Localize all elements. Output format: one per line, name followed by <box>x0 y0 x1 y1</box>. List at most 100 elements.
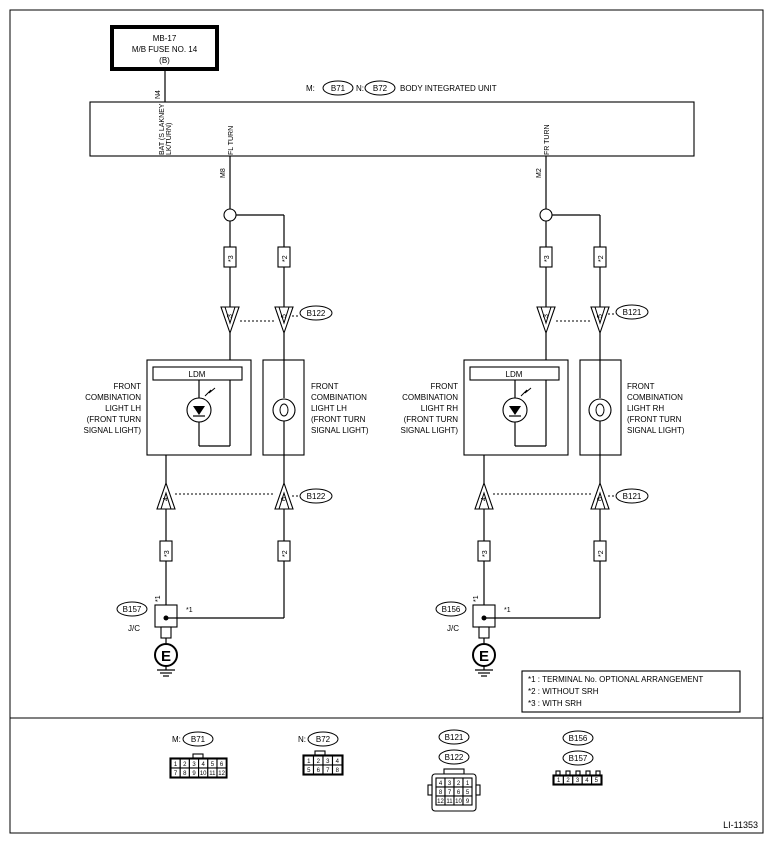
b121-row2: 8 7 6 5 <box>435 786 473 797</box>
biu-prefix-m: M: <box>306 84 315 93</box>
right-lamp-b-l3: LIGHT RH <box>627 404 664 413</box>
biu-conn-b72: B72 <box>373 84 388 93</box>
b121-pin: 7 <box>448 790 452 796</box>
left-ldm-label: LDM <box>189 370 206 379</box>
legend-b157: B157 <box>569 754 588 763</box>
b71-pin: 12 <box>218 771 225 777</box>
b121-pin: 4 <box>439 781 443 787</box>
right-lamp-b-l5: SIGNAL LIGHT) <box>627 426 685 435</box>
b121-pin: 12 <box>437 799 444 805</box>
legend-b71-prefix: M: <box>172 735 181 744</box>
biu-pin-fr-turn: FR TURN <box>544 124 551 155</box>
left-star1-horiz: *1 <box>186 607 193 614</box>
b71-pin: 3 <box>192 762 196 768</box>
b71-pin: 4 <box>202 762 206 768</box>
splice-left <box>223 208 237 222</box>
b71-pin: 1 <box>174 762 178 768</box>
b121-pin: 6 <box>457 790 461 796</box>
b121-row3: 12 11 10 9 <box>435 795 473 806</box>
right-circuit: M2 *3 *2 3 5 B121 LDM FRONT COMBINATION <box>401 156 685 677</box>
right-lamp-b-l4: (FRONT TURN <box>627 415 682 424</box>
connector-b71-face: 1 2 3 4 5 6 7 8 9 10 11 12 <box>169 753 228 779</box>
biu-title: BODY INTEGRATED UNIT <box>400 84 497 93</box>
left-ldm-box <box>152 366 243 381</box>
figure-id: LI-11353 <box>723 820 758 830</box>
right-pin-bot-6: 6 <box>597 497 604 501</box>
left-conn-bot: B122 <box>307 492 326 501</box>
b72-pin: 6 <box>317 768 321 774</box>
b71-pin: 5 <box>211 762 215 768</box>
left-tag-2-top: *2 <box>282 255 289 262</box>
right-pin-bot-4: 4 <box>481 497 488 501</box>
right-conn-top-badge <box>615 304 649 320</box>
b72-pin: 7 <box>326 768 330 774</box>
right-ldm-label: LDM <box>506 370 523 379</box>
b121-pin: 3 <box>448 781 452 787</box>
b71-pin: 8 <box>183 771 187 777</box>
left-pin-top-3: 3 <box>227 314 234 318</box>
left-conn-bot-badge <box>299 488 333 504</box>
right-tag-3-bot: *3 <box>482 550 489 557</box>
left-lamp-a-l1: FRONT <box>113 382 141 391</box>
b72-row1: 1 2 3 4 <box>303 755 343 766</box>
notes-box: *1 : TERMINAL No. OPTIONAL ARRANGEMENT *… <box>521 670 741 713</box>
left-lamp-b-l3: LIGHT LH <box>311 404 347 413</box>
b71-pin: 2 <box>183 762 187 768</box>
b121-pin: 8 <box>439 790 443 796</box>
b121-row1: 4 3 2 1 <box>435 777 473 788</box>
b121-pin: 1 <box>466 781 470 787</box>
right-lamp-a-l1: FRONT <box>430 382 458 391</box>
b72-pin: 8 <box>336 768 340 774</box>
right-star1-horiz: *1 <box>504 607 511 614</box>
left-tag-2-bot: *2 <box>282 550 289 557</box>
left-tag-3-bot: *3 <box>164 550 171 557</box>
note-3: *3 : WITH SRH <box>528 699 582 708</box>
right-tag-3-top: *3 <box>544 255 551 262</box>
left-pin-bot-6: 6 <box>281 497 288 501</box>
right-jc-label: J/C <box>447 624 459 633</box>
b71-pin: 11 <box>209 771 216 777</box>
b121-pin: 11 <box>446 799 453 805</box>
biu-pin-bat-1: BAT (S LAKNEY <box>159 103 166 155</box>
legend-b71: B71 <box>191 735 206 744</box>
b121-pin: 9 <box>466 799 470 805</box>
biu-box <box>89 101 695 157</box>
b156-row1: 1 2 3 4 5 <box>553 775 602 785</box>
pin-n4-label: N4 <box>155 90 162 99</box>
left-jc-badge <box>116 601 148 617</box>
left-pin-top-5: 5 <box>281 314 288 318</box>
left-lamp-a-l2: COMBINATION <box>85 393 141 402</box>
legend-b122: B122 <box>445 753 464 762</box>
right-conn-bot-badge <box>615 488 649 504</box>
left-lamp-b-l5: SIGNAL LIGHT) <box>311 426 369 435</box>
right-jc-conn: B156 <box>442 605 461 614</box>
right-star1-vert: *1 <box>473 595 480 602</box>
left-lamp-b-l2: COMBINATION <box>311 393 367 402</box>
b72-pin: 1 <box>307 759 311 765</box>
b121-pin: 5 <box>466 790 470 796</box>
left-ground-label: E <box>161 648 171 665</box>
biu-conn-b71: B71 <box>331 84 346 93</box>
legend-b156: B156 <box>569 734 588 743</box>
right-lamp-a-l3: LIGHT RH <box>421 404 458 413</box>
b72-pin: 5 <box>307 768 311 774</box>
right-conn-top: B121 <box>623 308 642 317</box>
legend-b72: B72 <box>316 735 331 744</box>
fuse-label-3: (B) <box>159 56 170 65</box>
connector-b72-face: 1 2 3 4 5 6 7 8 <box>302 750 344 776</box>
right-pin-top-5: 5 <box>597 314 604 318</box>
biu-pin-fl-turn: FL TURN <box>228 126 235 155</box>
b72-pin: 4 <box>336 759 340 765</box>
right-conn-bot: B121 <box>623 492 642 501</box>
fuse-box: MB-17 M/B FUSE NO. 14 (B) <box>110 25 219 71</box>
b156-pin: 3 <box>576 778 580 784</box>
right-bulb-icon <box>588 398 612 422</box>
page-frame <box>9 9 764 834</box>
legend-b121: B121 <box>445 733 464 742</box>
left-pin-bot-4: 4 <box>163 497 170 501</box>
left-lamp-b-l4: (FRONT TURN <box>311 415 366 424</box>
right-tag-2-bot: *2 <box>598 550 605 557</box>
b121-pin: 10 <box>455 799 462 805</box>
legend-b72-prefix: N: <box>298 735 306 744</box>
